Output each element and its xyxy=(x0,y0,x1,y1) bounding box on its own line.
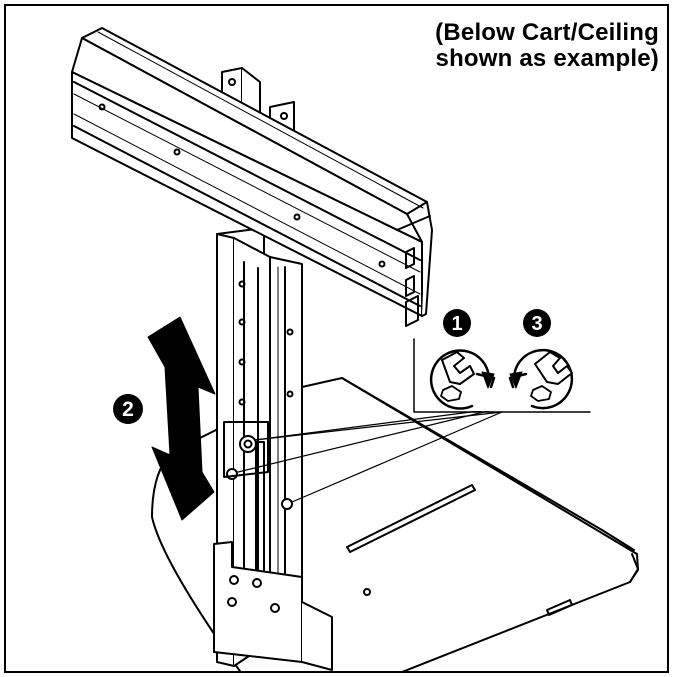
illustration-frame: (Below Cart/Ceiling shown as example) xyxy=(4,4,669,673)
mount-diagram: 1 3 2 xyxy=(71,27,639,671)
caption: (Below Cart/Ceiling shown as example) xyxy=(359,20,659,72)
step-2-label: 2 xyxy=(122,398,134,421)
caption-line-1: (Below Cart/Ceiling xyxy=(435,19,659,46)
wrench-tighten-icon xyxy=(508,348,574,410)
up-down-arrow-icon xyxy=(147,316,216,521)
horizontal-beam xyxy=(71,27,433,327)
step-3-label: 3 xyxy=(531,313,542,335)
step-1-label: 1 xyxy=(451,313,462,335)
step-badge-1: 1 xyxy=(443,309,471,337)
step-badge-2: 2 xyxy=(113,394,143,424)
caption-line-2: shown as example) xyxy=(435,45,659,72)
wrench-loosen-icon xyxy=(429,349,496,410)
wrench-callout xyxy=(413,338,591,413)
bottom-bracket xyxy=(213,541,333,671)
step-badge-3: 3 xyxy=(523,309,551,337)
leader-lines xyxy=(237,408,503,503)
